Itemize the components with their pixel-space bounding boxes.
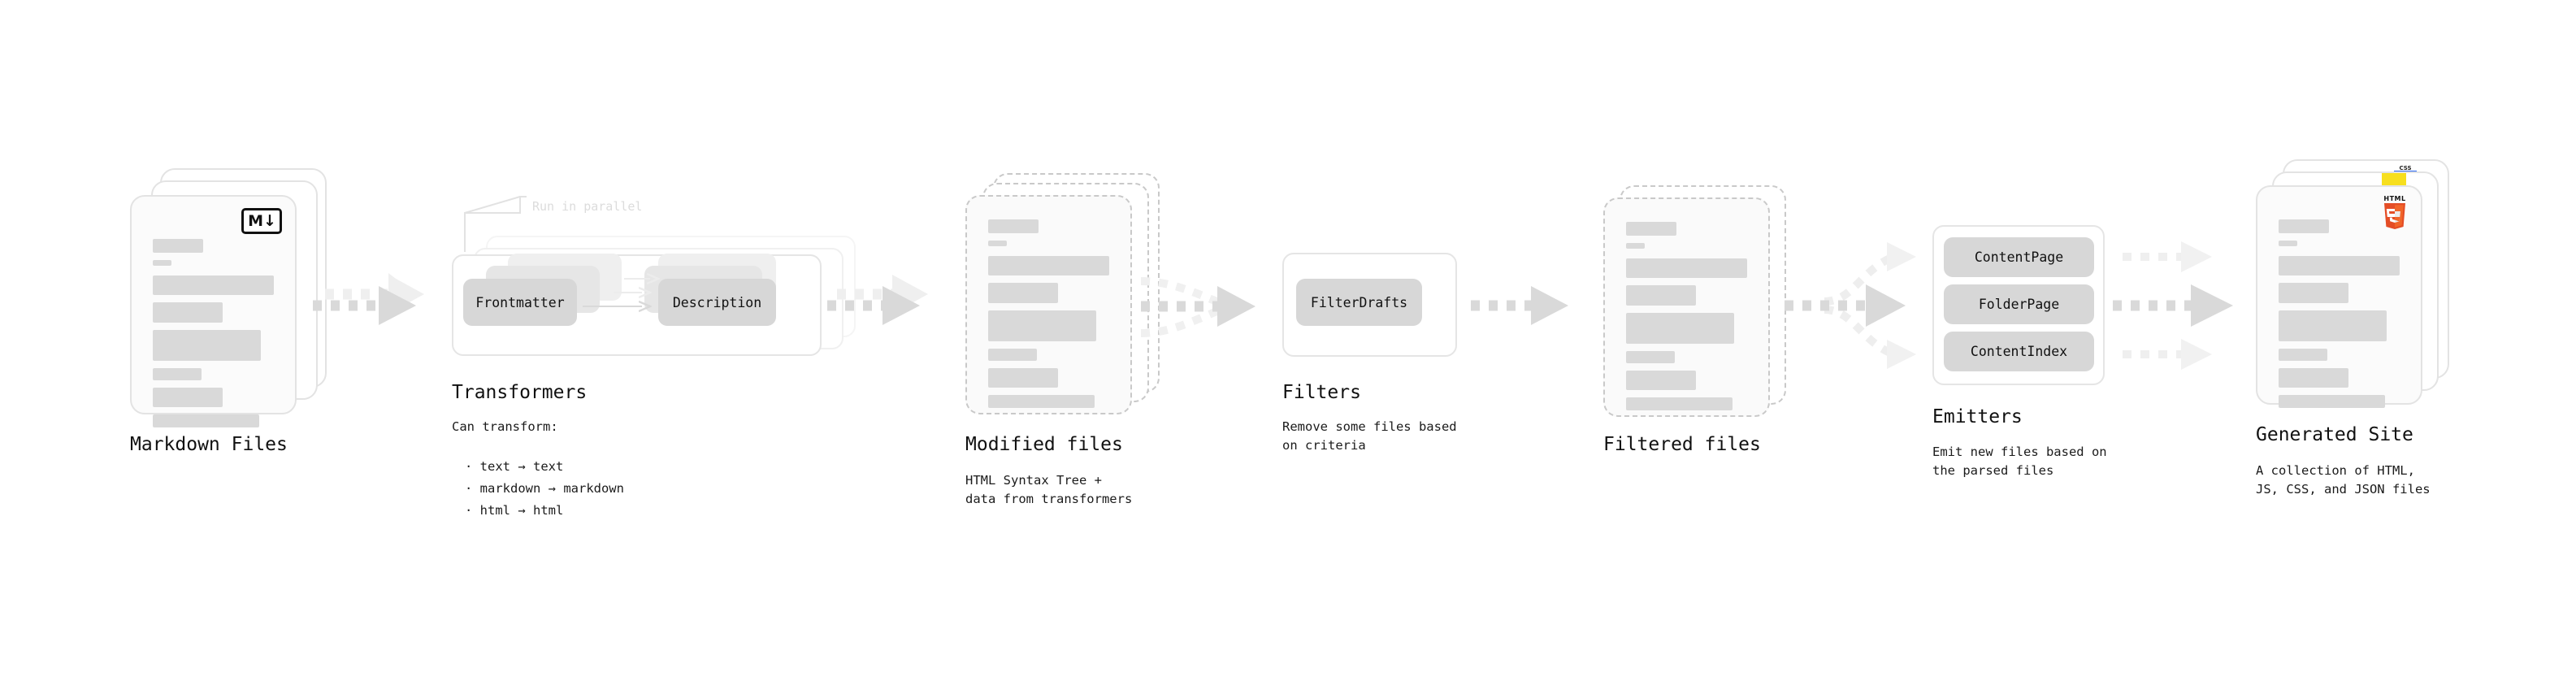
frontmatter-pill[interactable]: Frontmatter [463, 279, 577, 326]
filtered-file-bars [1626, 222, 1747, 418]
bullet-dot: · [465, 481, 480, 497]
filtered-file-card-front [1603, 197, 1770, 417]
modified-file-card-front [965, 195, 1132, 414]
arrow-emitters-to-site [2113, 241, 2233, 370]
arrow-filtered-to-emitters [1785, 242, 1916, 369]
markdown-file-card-front: M ↓ [130, 195, 297, 427]
markdown-icon: M ↓ [241, 208, 282, 234]
filter-drafts-pill[interactable]: FilterDrafts [1296, 279, 1422, 326]
bullet-text: html → html [479, 503, 564, 518]
html5-icon: HTML [2380, 195, 2409, 229]
bullet-text: text → text [479, 459, 564, 475]
css-icon-label: CSS [2399, 165, 2412, 171]
filtered-files-title: Filtered files [1603, 434, 1761, 455]
folder-page-pill[interactable]: FolderPage [1944, 284, 2094, 324]
emitters-subtitle: Emit new files based on the parsed files [1932, 445, 2107, 479]
transformers-subtitle: Can transform: [452, 419, 558, 434]
bullet-text: markdown → markdown [479, 481, 624, 497]
markdown-icon-letter: M [248, 211, 263, 230]
arrow-filters-to-filtered [1471, 286, 1568, 325]
markdown-files-title: Markdown Files [130, 434, 288, 455]
html5-icon-label: HTML [2383, 195, 2406, 202]
modified-file-bars [988, 219, 1109, 415]
filters-title: Filters [1282, 382, 1361, 403]
generated-site-card-html: HTML [2256, 185, 2422, 408]
arrow-markdown-to-transformers [313, 273, 424, 325]
modified-files-title: Modified files [965, 434, 1123, 455]
transformers-bullet-1: · markdown → markdown [465, 461, 624, 499]
filters-subtitle: Remove some files based on criteria [1282, 419, 1457, 453]
content-index-pill[interactable]: ContentIndex [1944, 332, 2094, 371]
bullet-dot: · [465, 503, 480, 518]
generated-site-title: Generated Site [2256, 424, 2413, 445]
generated-site-bars [2279, 219, 2400, 415]
run-in-parallel-label: Run in parallel [532, 199, 643, 214]
generated-site-subtitle: A collection of HTML, JS, CSS, and JSON … [2256, 463, 2431, 497]
transformers-bullet-2: · html → html [465, 483, 563, 521]
html5-icon-shield [2384, 203, 2405, 229]
bullet-dot: · [465, 459, 480, 475]
emitters-title: Emitters [1932, 406, 2023, 427]
description-pill[interactable]: Description [658, 279, 776, 326]
transformers-bullet-0: · text → text [465, 439, 563, 477]
modified-files-subtitle: HTML Syntax Tree + data from transformer… [965, 473, 1133, 507]
content-page-pill[interactable]: ContentPage [1944, 237, 2094, 277]
markdown-icon-arrow: ↓ [263, 211, 276, 230]
transformers-title: Transformers [452, 382, 588, 403]
markdown-file-bars [153, 239, 274, 435]
